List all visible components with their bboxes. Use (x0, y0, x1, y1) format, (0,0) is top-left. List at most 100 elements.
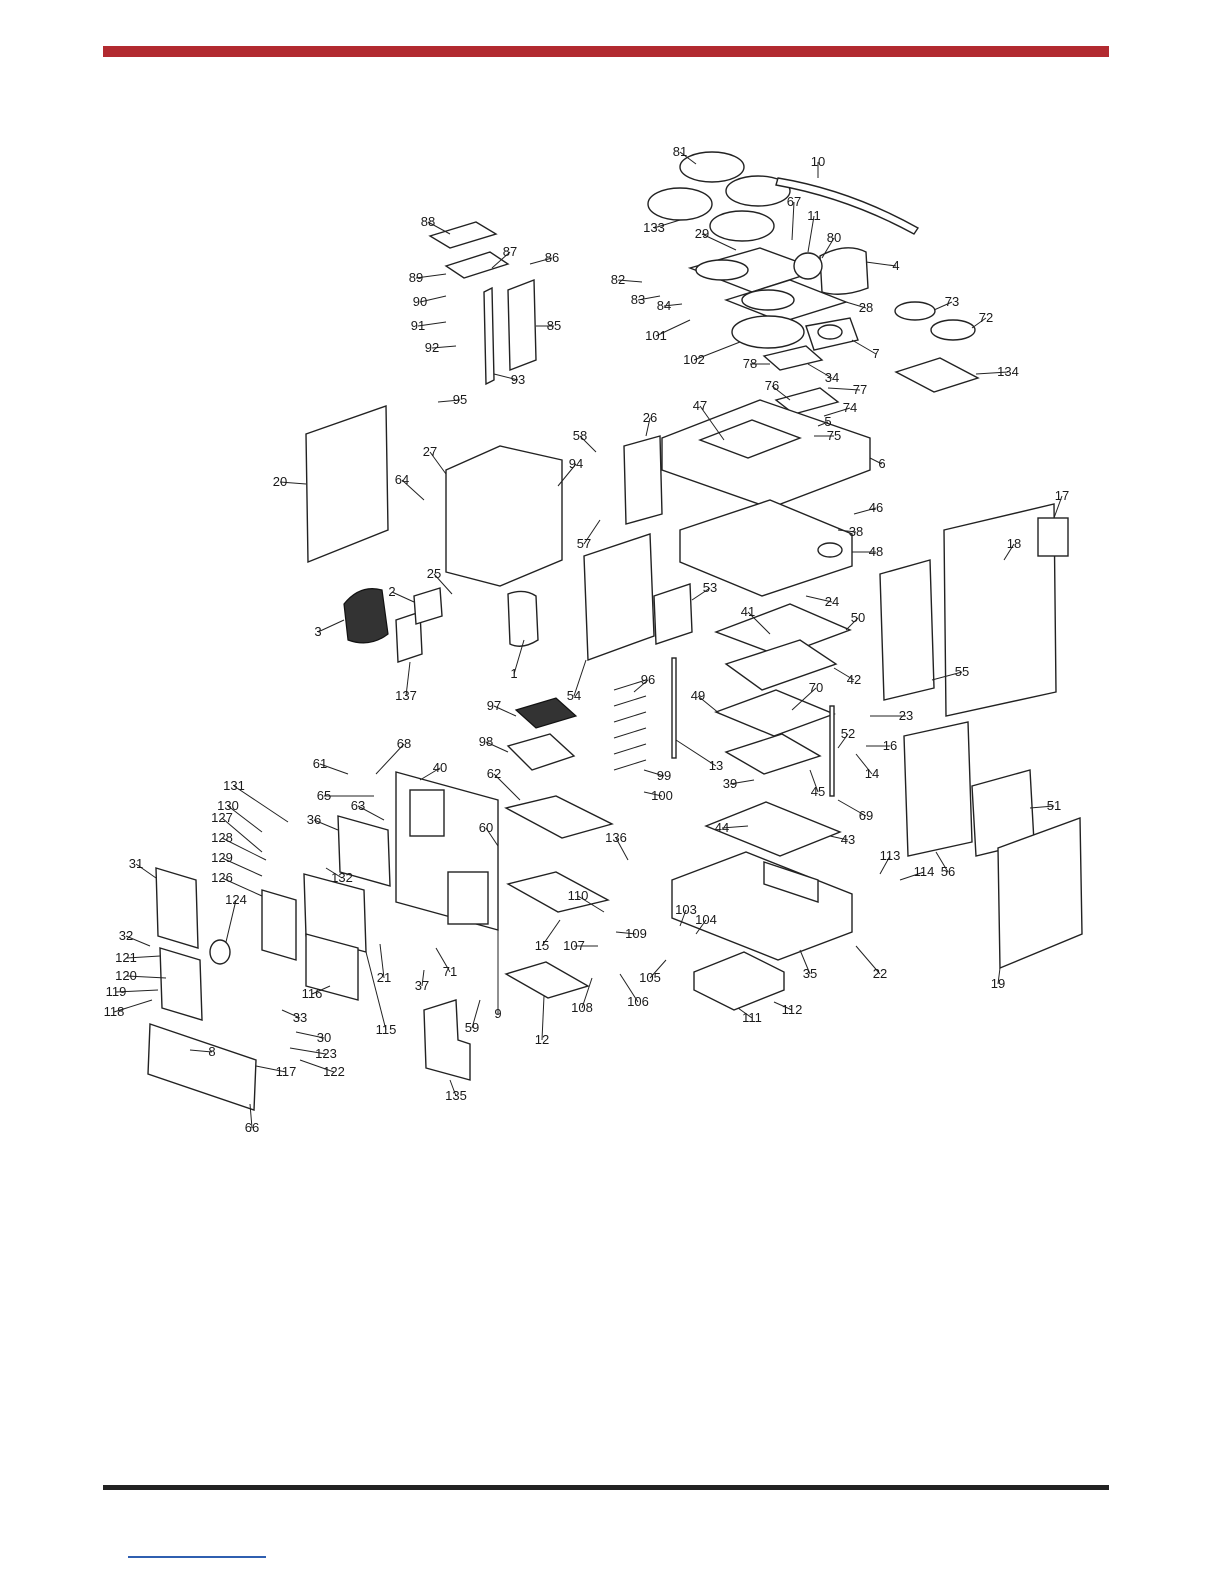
leader-line-106 (619, 973, 639, 1003)
leader-line-59 (471, 999, 481, 1029)
callout-8: 8 (208, 1044, 215, 1059)
side-panel-20 (305, 405, 389, 564)
leader-line-36 (313, 819, 339, 831)
callout-32: 32 (119, 928, 133, 943)
leader-line-45 (809, 769, 819, 793)
callout-59: 59 (465, 1020, 479, 1035)
plate-49 (714, 689, 836, 737)
callout-20: 20 (273, 474, 287, 489)
callout-28: 28 (859, 300, 873, 315)
glass-126 (261, 889, 297, 961)
handle-bar-8 (147, 1023, 257, 1111)
leader-line-15 (541, 919, 561, 947)
coils-96 (613, 679, 647, 771)
burner-cap-133-right (709, 210, 775, 242)
callout-50: 50 (851, 610, 865, 625)
callout-105: 105 (639, 970, 661, 985)
leader-line-13 (675, 739, 717, 767)
leader-line-73 (933, 301, 953, 311)
cooktop-opening-47 (698, 419, 802, 459)
panel-54 (583, 533, 655, 661)
leader-line-12 (541, 995, 545, 1041)
glass-116 (305, 933, 359, 1001)
callout-85: 85 (547, 318, 561, 333)
leader-line-115 (365, 951, 387, 1031)
callout-99: 99 (657, 768, 671, 783)
leader-line-130 (227, 805, 263, 833)
callout-95: 95 (453, 392, 467, 407)
leader-line-34 (807, 363, 833, 379)
leader-line-54 (573, 659, 587, 697)
plate-102 (731, 315, 805, 349)
callout-106: 106 (627, 994, 649, 1009)
leader-line-26 (645, 417, 651, 437)
callout-54: 54 (567, 688, 581, 703)
callout-89: 89 (409, 270, 423, 285)
callout-58: 58 (573, 428, 587, 443)
callout-11: 11 (807, 208, 821, 223)
leader-line-109 (615, 931, 637, 935)
leader-line-31 (135, 863, 157, 879)
leader-line-24 (805, 595, 833, 603)
callout-48: 48 (869, 544, 883, 559)
callout-104: 104 (695, 912, 717, 927)
leader-line-18 (1003, 543, 1015, 561)
leader-line-32 (125, 935, 151, 947)
flue-elbow-4 (819, 247, 869, 295)
callout-75: 75 (827, 428, 841, 443)
callout-114: 114 (914, 864, 935, 879)
callout-46: 46 (869, 500, 883, 515)
callout-97: 97 (487, 698, 501, 713)
flue-ring-72 (930, 319, 976, 341)
callout-14: 14 (865, 766, 879, 781)
burner-ring-right (741, 289, 795, 311)
plate-50 (714, 603, 852, 657)
leader-line-69 (837, 799, 867, 817)
callout-77: 77 (853, 382, 867, 397)
footer-link-underline[interactable] (128, 1556, 266, 1558)
panel-56 (903, 721, 973, 857)
callout-52: 52 (841, 726, 855, 741)
callout-98: 98 (479, 734, 493, 749)
leader-line-62 (493, 773, 521, 801)
leader-line-3 (317, 619, 345, 633)
collar-opening (817, 324, 843, 340)
door-panel-31 (155, 867, 199, 949)
base-35 (671, 851, 853, 961)
leader-line-93 (493, 373, 519, 381)
leader-line-39 (729, 779, 755, 785)
leader-line-53 (691, 587, 711, 601)
flue-ring-73 (894, 301, 936, 321)
leader-line-2 (391, 591, 415, 603)
callout-118: 118 (104, 1004, 125, 1019)
callout-10: 10 (811, 154, 825, 169)
callout-45: 45 (811, 784, 825, 799)
leader-line-33 (281, 1009, 301, 1019)
callout-117: 117 (276, 1064, 297, 1079)
callout-27: 27 (423, 444, 437, 459)
adapter-2 (413, 587, 443, 625)
panel-26 (623, 435, 663, 525)
leader-line-128 (221, 837, 267, 861)
leader-line-116 (311, 985, 331, 995)
part-drawings (147, 151, 1083, 1111)
leader-line-94 (557, 463, 577, 487)
louver-53 (653, 583, 693, 645)
leader-line-29 (701, 233, 737, 251)
drawer-111 (693, 951, 785, 1011)
callout-73: 73 (945, 294, 959, 309)
callout-5: 5 (824, 414, 831, 429)
callout-129: 129 (211, 850, 233, 865)
callout-63: 63 (351, 798, 365, 813)
callout-133: 133 (643, 220, 665, 235)
callout-136: 136 (605, 830, 627, 845)
callout-113: 113 (880, 848, 901, 863)
callout-93: 93 (511, 372, 525, 387)
callout-84: 84 (657, 298, 671, 313)
leader-line-7 (851, 339, 877, 355)
callout-61: 61 (313, 756, 327, 771)
callout-66: 66 (245, 1120, 259, 1135)
callout-2: 2 (388, 584, 395, 599)
leader-line-19 (997, 967, 1001, 985)
